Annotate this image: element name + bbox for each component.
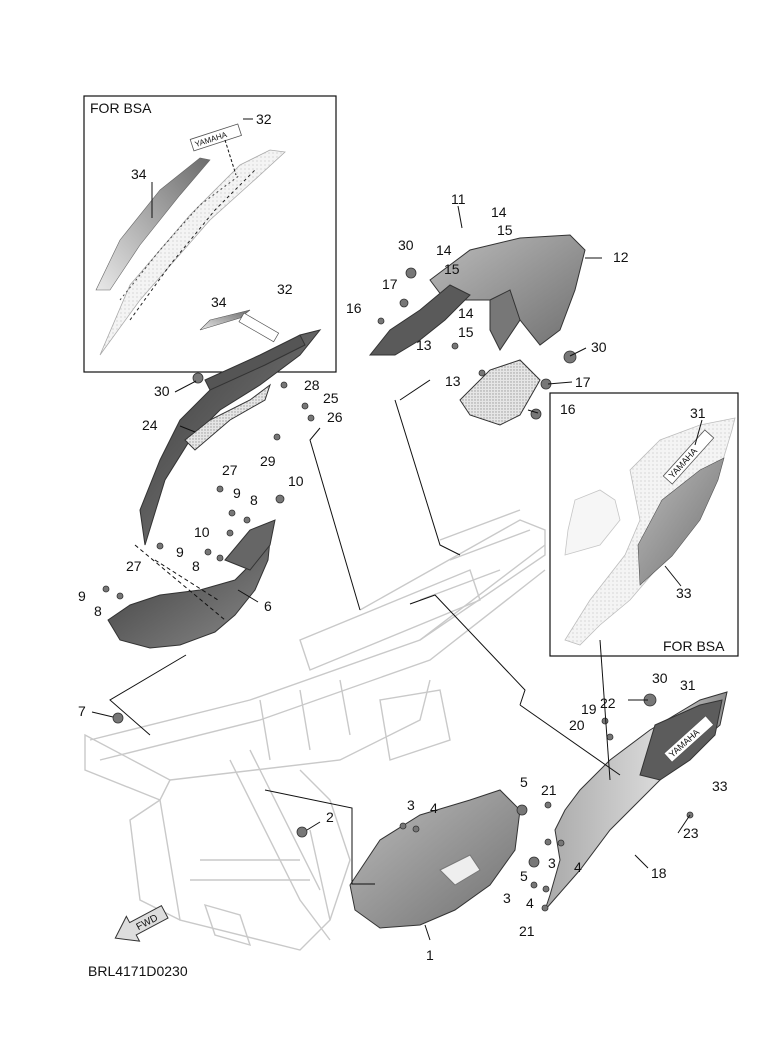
callout-14: 14 <box>491 204 507 220</box>
diagram-code: BRL4171D0230 <box>88 963 188 979</box>
inset-right: YAMAHA 31 33 FOR BSA <box>549 392 739 657</box>
callout-13: 13 <box>416 337 432 353</box>
callout-4: 4 <box>574 859 582 875</box>
small-fasteners <box>102 267 694 912</box>
callout-30: 30 <box>652 670 668 686</box>
callout-1: 1 <box>426 947 434 963</box>
callout-15: 15 <box>497 222 513 238</box>
callout-16: 16 <box>346 300 362 316</box>
inset-top-left: FOR BSA YAMAHA 32 34 <box>83 95 337 373</box>
callout-18: 18 <box>651 865 667 881</box>
callout-31: 31 <box>680 677 696 693</box>
callout-30: 30 <box>591 339 607 355</box>
callout-30: 30 <box>154 383 170 399</box>
callout-14: 14 <box>458 305 474 321</box>
callout-leaders <box>91 205 691 941</box>
callout-5: 5 <box>520 868 528 884</box>
callout-numbers: 1 2 3 3 3 4 4 4 5 5 6 7 8 8 8 9 9 9 10 1… <box>78 191 728 963</box>
side-cover-1 <box>349 789 521 929</box>
callout-32: 32 <box>277 281 293 297</box>
callout-3: 3 <box>503 890 511 906</box>
inset-top-left-title: FOR BSA <box>90 100 152 116</box>
callout-10: 10 <box>288 473 304 489</box>
callout-21: 21 <box>519 923 535 939</box>
inset-right-title: FOR BSA <box>663 638 725 654</box>
callout-12: 12 <box>613 249 629 265</box>
callout-4: 4 <box>526 895 534 911</box>
callout-19: 19 <box>581 701 597 717</box>
callout-15: 15 <box>458 324 474 340</box>
callout-34-inset: 34 <box>131 166 147 182</box>
stripe-decal-34 <box>95 157 211 291</box>
callout-20: 20 <box>569 717 585 733</box>
frame-drawing <box>84 509 546 951</box>
callout-21: 21 <box>541 782 557 798</box>
callout-27: 27 <box>222 462 238 478</box>
callout-9: 9 <box>233 485 241 501</box>
callout-33: 33 <box>712 778 728 794</box>
callout-5: 5 <box>520 774 528 790</box>
callout-27: 27 <box>126 558 142 574</box>
callout-8: 8 <box>192 558 200 574</box>
callout-22: 22 <box>600 695 616 711</box>
callout-6: 6 <box>264 598 272 614</box>
callout-28: 28 <box>304 377 320 393</box>
callout-17: 17 <box>382 276 398 292</box>
callout-26: 26 <box>327 409 343 425</box>
callout-32-inset: 32 <box>256 111 272 127</box>
callout-30: 30 <box>398 237 414 253</box>
callout-24: 24 <box>142 417 158 433</box>
callout-33-inset: 33 <box>676 585 692 601</box>
callout-29: 29 <box>260 453 276 469</box>
side-cover-18: YAMAHA <box>544 691 728 911</box>
fwd-label: FWD <box>135 913 160 933</box>
rear-fender-12 <box>368 234 586 426</box>
callout-15: 15 <box>444 261 460 277</box>
side-panel-33 <box>637 457 725 586</box>
side-cover-6 <box>107 519 276 649</box>
callout-2: 2 <box>326 809 334 825</box>
assembly-lines <box>109 379 621 885</box>
fwd-arrow: FWD <box>114 904 169 942</box>
callout-9: 9 <box>78 588 86 604</box>
callout-13: 13 <box>445 373 461 389</box>
callout-10: 10 <box>194 524 210 540</box>
callout-3: 3 <box>407 797 415 813</box>
callout-11: 11 <box>451 191 466 207</box>
callout-3: 3 <box>548 855 556 871</box>
callout-7: 7 <box>78 703 86 719</box>
callout-8: 8 <box>250 492 258 508</box>
callout-17: 17 <box>575 374 591 390</box>
callout-8: 8 <box>94 603 102 619</box>
callout-31-inset: 31 <box>690 405 706 421</box>
callout-25: 25 <box>323 390 339 406</box>
callout-23: 23 <box>683 825 699 841</box>
callout-4: 4 <box>430 800 438 816</box>
callout-14: 14 <box>436 242 452 258</box>
callout-16: 16 <box>560 401 576 417</box>
callout-9: 9 <box>176 544 184 560</box>
callout-34: 34 <box>211 294 227 310</box>
seat-cover-24 <box>139 309 322 546</box>
